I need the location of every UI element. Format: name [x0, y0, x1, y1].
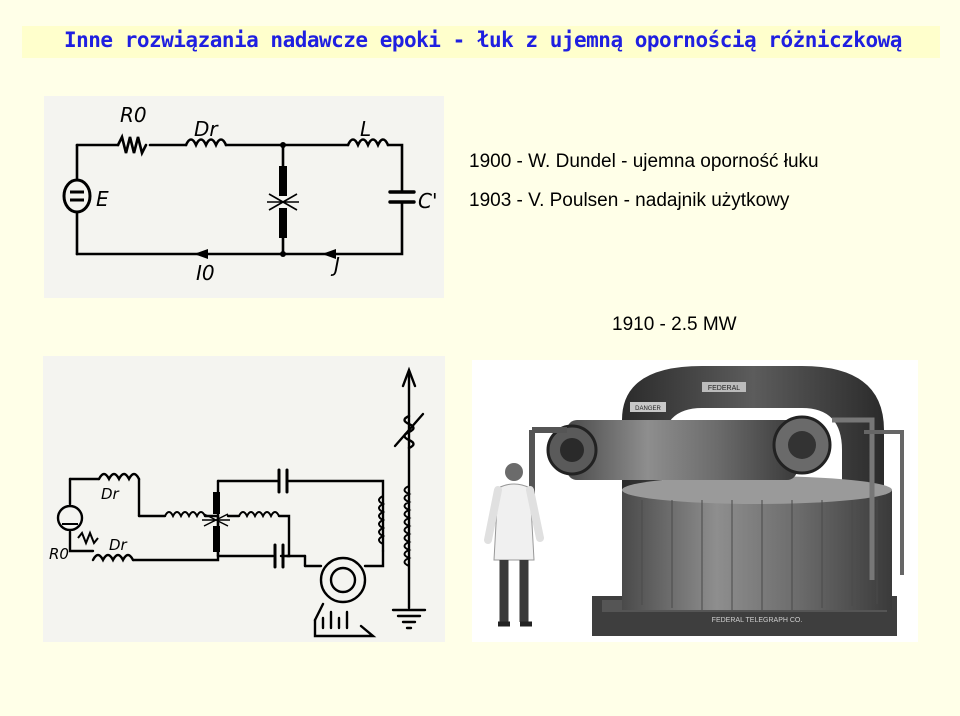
- transmitter-illustration: FEDERAL DANGER FEDERAL TELEGRAPH CO.: [484, 366, 904, 636]
- label-e: E: [96, 187, 109, 211]
- note-dundel: 1900 - W. Dundel - ujemna oporność łuku: [469, 151, 819, 172]
- arc-circuit-diagram: R0 Dr L E C' I0 J: [44, 96, 444, 298]
- resistor-r0-symbol: [116, 133, 148, 157]
- inductor-l-symbol: [346, 138, 390, 149]
- current-i0-arrow: [194, 249, 208, 259]
- label-dr: Dr: [194, 117, 219, 141]
- arc-chamber: [567, 420, 797, 480]
- capacitor-c-symbol: [388, 190, 416, 204]
- transmitter-circuit-diagram: Dr Dr R0: [43, 356, 445, 642]
- arc-circuit-svg: R0 Dr L E C' I0 J: [62, 103, 437, 285]
- page-title: Inne rozwiązania nadawcze epoki - łuk z …: [64, 28, 902, 52]
- label-r0: R0: [120, 103, 147, 127]
- plate-danger: DANGER: [635, 406, 661, 412]
- plate-federal: FEDERAL: [708, 385, 740, 392]
- note-power: 1910 - 2.5 MW: [612, 314, 737, 335]
- meter-symbol: [56, 504, 84, 532]
- arc-electrodes-symbol: [267, 166, 299, 238]
- label-j: J: [330, 253, 340, 277]
- main-drum: [622, 490, 892, 610]
- label-l: L: [360, 117, 371, 141]
- transmitter-circuit-svg: Dr Dr R0: [49, 366, 427, 638]
- label-r0-bottom: R0: [49, 545, 69, 563]
- plate-base: FEDERAL TELEGRAPH CO.: [712, 617, 803, 624]
- poulsen-transmitter-photo: FEDERAL DANGER FEDERAL TELEGRAPH CO.: [472, 360, 918, 642]
- label-c: C': [418, 189, 437, 213]
- label-dr-1: Dr: [101, 485, 120, 503]
- man-figure: [484, 463, 544, 627]
- choke-dr-symbol: [184, 138, 228, 149]
- label-dr-2: Dr: [109, 536, 128, 554]
- current-j-arrow: [322, 249, 336, 259]
- note-poulsen: 1903 - V. Poulsen - nadajnik użytkowy: [469, 190, 790, 211]
- label-i0: I0: [196, 261, 215, 285]
- source-e-symbol: [62, 178, 92, 214]
- title-bar: Inne rozwiązania nadawcze epoki - łuk z …: [22, 26, 940, 58]
